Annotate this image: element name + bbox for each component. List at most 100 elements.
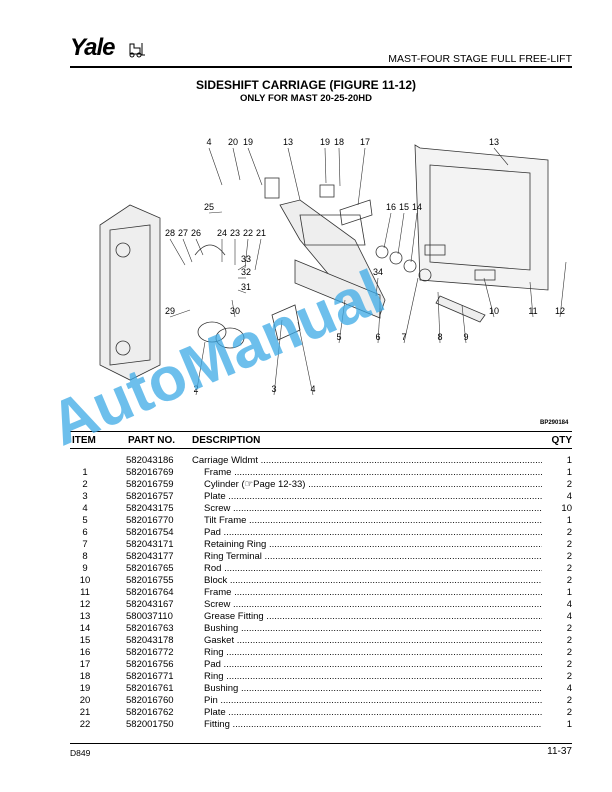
leader-line: [232, 147, 241, 181]
description: Tilt Frame: [204, 515, 542, 527]
part-number: 582016761: [126, 683, 174, 694]
description: Frame: [204, 467, 542, 479]
part-number: 582016757: [126, 491, 174, 502]
part-number: 582001750: [126, 719, 174, 730]
table-row: 9 582016765 Rod 2: [70, 563, 572, 575]
item-number: 2: [82, 479, 88, 490]
callout-label: 7: [401, 332, 406, 342]
description: Grease Fitting: [204, 611, 542, 623]
footer-rule: [70, 743, 572, 744]
leader-line: [237, 264, 247, 271]
running-head: MAST-FOUR STAGE FULL FREE-LIFT: [388, 53, 572, 65]
part-number: 582016772: [126, 647, 174, 658]
callout-label: 32: [241, 267, 251, 277]
quantity: 4: [566, 611, 572, 622]
page-number: 11-37: [547, 746, 572, 757]
quantity: 2: [566, 671, 572, 682]
callout-label: 30: [230, 306, 240, 316]
quantity: 1: [566, 587, 572, 598]
part-number: 582043186: [126, 455, 174, 466]
document-code: D849: [70, 748, 91, 758]
description: Block: [204, 575, 542, 587]
leader-line: [483, 277, 495, 318]
part-number: 580037110: [126, 611, 173, 622]
callout-label: 26: [191, 228, 201, 238]
leader-line: [244, 238, 249, 269]
table-row: 15582043178Gasket2: [70, 635, 572, 647]
quantity: 4: [566, 491, 572, 502]
table-row: 18582016771Ring2: [70, 671, 572, 683]
part-number: 582016759: [126, 479, 174, 490]
callout-label: 20: [228, 137, 238, 147]
part-number: 582043171: [126, 539, 174, 550]
item-number: 16: [79, 647, 91, 658]
leader-line: [437, 291, 441, 344]
part-number: 582016771: [126, 671, 174, 682]
part-number: 582016770: [126, 515, 174, 526]
description: Ring: [204, 647, 542, 659]
header-qty: QTY: [551, 435, 572, 446]
leader-line: [182, 238, 193, 263]
table-row: 6582016754Pad2: [70, 527, 572, 539]
callout-label: 23: [230, 228, 240, 238]
quantity: 4: [566, 599, 572, 610]
leader-line: [338, 299, 346, 344]
table-rule-top: [70, 431, 572, 432]
callout-label: 11: [528, 306, 537, 316]
table-row: 17582016756Pad2: [70, 659, 572, 671]
description: Rod: [204, 563, 542, 575]
part-number: 582016765: [126, 563, 174, 574]
table-row: 21582016762Plate2: [70, 707, 572, 719]
quantity: 2: [566, 563, 572, 574]
quantity: 1: [566, 515, 572, 526]
item-number: 1: [82, 467, 88, 478]
description: Pad: [204, 527, 542, 539]
callout-label: 18: [334, 137, 344, 147]
callout-label: 24: [217, 228, 227, 238]
callout-label: 6: [375, 332, 380, 342]
header-item: ITEM: [72, 435, 96, 446]
callout-label: 25: [204, 202, 214, 212]
item-number: 15: [79, 635, 91, 646]
quantity: 10: [561, 503, 572, 514]
part-number: 582043167: [126, 599, 174, 610]
quantity: 2: [566, 551, 572, 562]
description: Retaining Ring: [204, 539, 542, 551]
leader-line: [237, 289, 247, 294]
part-number: 582043177: [126, 551, 174, 562]
header-part-no: PART NO.: [128, 435, 176, 446]
callout-label: 22: [243, 228, 253, 238]
callout-label: 13: [283, 137, 293, 147]
callout-label: 19: [320, 137, 330, 147]
callout-label: 8: [437, 332, 442, 342]
quantity: 2: [566, 695, 572, 706]
item-number: 9: [82, 563, 88, 574]
header-rule: [70, 66, 572, 68]
callout-label: 10: [489, 306, 499, 316]
quantity: 2: [566, 539, 572, 550]
callout-label: 2: [193, 384, 198, 394]
item-number: 11: [80, 587, 90, 598]
part-number: 582016763: [126, 623, 174, 634]
part-number: 582016756: [126, 659, 174, 670]
description: Fitting: [204, 719, 542, 731]
part-number: 582016755: [126, 575, 174, 586]
table-row: 22582001750Fitting1: [70, 719, 572, 731]
table-row: 19582016761Bushing4: [70, 683, 572, 695]
forklift-icon: [129, 43, 145, 58]
description: Pin: [204, 695, 542, 707]
table-row: 20582016760Pin2: [70, 695, 572, 707]
table-row: 10582016755Block2: [70, 575, 572, 587]
description: Ring: [204, 671, 542, 683]
callout-label: 9: [463, 332, 468, 342]
callout-label: 28: [165, 228, 175, 238]
leader-line: [338, 147, 341, 187]
quantity: 2: [566, 575, 572, 586]
callout-label: 4: [310, 384, 315, 394]
header-description: DESCRIPTION: [192, 435, 261, 446]
description: Gasket: [204, 635, 542, 647]
callout-label: 31: [241, 282, 251, 292]
